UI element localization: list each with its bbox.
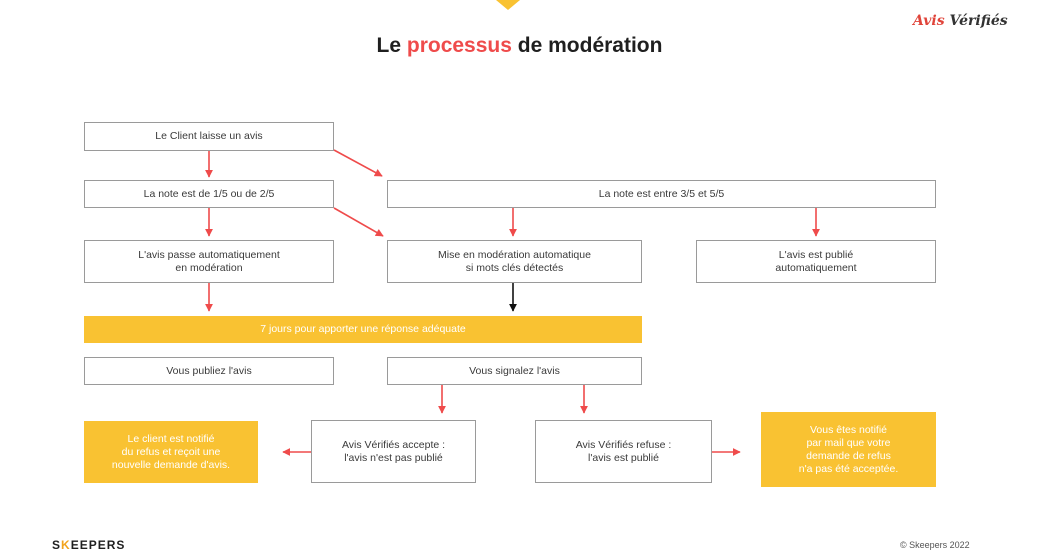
avis-verifies-logo: Avis Vérifiés [913, 13, 1008, 29]
box-client-notified-label: Le client est notifié du refus et reçoit… [111, 432, 231, 471]
box-av-refuses-label: Avis Vérifiés refuse : l'avis est publié [575, 438, 672, 464]
skeepers-brand: SKEEPERS [52, 538, 125, 552]
box-av-refuses: Avis Vérifiés refuse : l'avis est publié [535, 420, 712, 483]
brand-part-k: K [61, 538, 71, 552]
box-client-notified: Le client est notifié du refus et reçoit… [84, 421, 258, 483]
brand-part-2: EEPERS [70, 538, 126, 552]
arrow-client-to-high [333, 149, 383, 177]
title-highlight: processus [406, 34, 512, 57]
box-you-notified: Vous êtes notifié par mail que votre dem… [761, 412, 936, 487]
box-rating-low: La note est de 1/5 ou de 2/5 [84, 180, 334, 208]
box-av-accepts: Avis Vérifiés accepte : l'avis n'est pas… [311, 420, 476, 483]
box-keyword-moderation: Mise en modération automatique si mots c… [387, 240, 642, 283]
box-seven-days: 7 jours pour apporter une réponse adéqua… [84, 316, 642, 343]
box-keyword-moderation-label: Mise en modération automatique si mots c… [438, 248, 591, 274]
box-you-publish: Vous publiez l'avis [84, 357, 334, 385]
page-title: Le processus de modération [0, 34, 1039, 58]
box-rating-high-label: La note est entre 3/5 et 5/5 [598, 187, 725, 200]
brand-part-1: S [52, 538, 62, 552]
copyright-text: © Skeepers 2022 [900, 540, 970, 550]
title-post: de modération [511, 34, 663, 57]
box-rating-high: La note est entre 3/5 et 5/5 [387, 180, 936, 208]
box-you-notified-label: Vous êtes notifié par mail que votre dem… [798, 423, 899, 475]
box-auto-published: L'avis est publié automatiquement [696, 240, 936, 283]
logo-part-2: Vérifiés [949, 13, 1008, 29]
box-seven-days-label: 7 jours pour apporter une réponse adéqua… [260, 323, 466, 335]
box-you-report: Vous signalez l'avis [387, 357, 642, 385]
title-pre: Le [376, 34, 407, 57]
box-client-leaves-review-label: Le Client laisse un avis [155, 130, 263, 142]
box-you-report-label: Vous signalez l'avis [469, 364, 560, 377]
box-auto-moderation-label: L'avis passe automatiquement en modérati… [138, 248, 280, 274]
top-marker-triangle [496, 0, 520, 10]
box-auto-published-label: L'avis est publié automatiquement [775, 248, 857, 274]
arrow-low-to-keyword-mod [333, 207, 384, 237]
box-rating-low-label: La note est de 1/5 ou de 2/5 [143, 187, 275, 200]
box-auto-moderation: L'avis passe automatiquement en modérati… [84, 240, 334, 283]
box-client-leaves-review: Le Client laisse un avis [84, 122, 334, 151]
box-av-accepts-label: Avis Vérifiés accepte : l'avis n'est pas… [341, 438, 446, 464]
box-you-publish-label: Vous publiez l'avis [166, 364, 252, 377]
logo-part-1: Avis [913, 13, 950, 29]
